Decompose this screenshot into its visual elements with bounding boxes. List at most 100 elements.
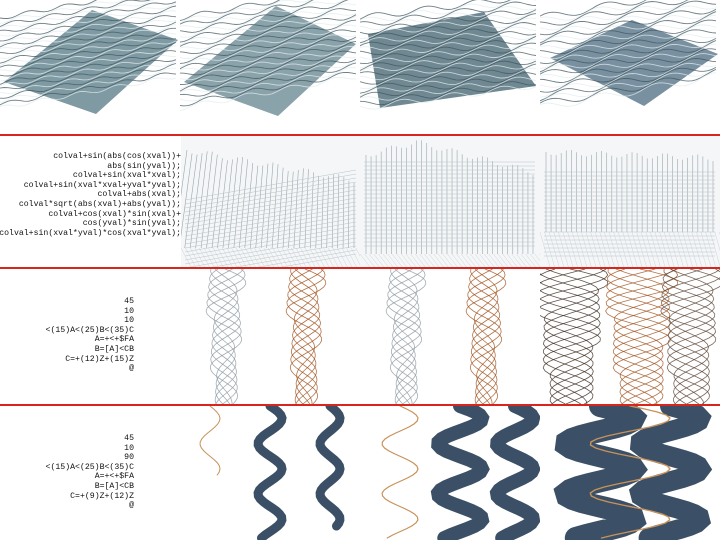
wireframe-render-3: [540, 136, 720, 267]
helix-strand: [288, 269, 321, 404]
wire-floor: [627, 231, 638, 267]
tube-strand: [199, 406, 221, 476]
wire-floor: [479, 253, 490, 267]
helix-strand: [660, 269, 720, 404]
wire-floor: [405, 253, 417, 267]
wire-floor: [208, 247, 219, 267]
tube-helix-3: [553, 406, 713, 540]
surface-ripple-line: [360, 9, 537, 35]
wire-floor: [581, 231, 592, 267]
wire-floor: [194, 247, 205, 267]
surface-ripple-line: [540, 67, 717, 103]
wire-floor: [332, 247, 343, 267]
wire-rung: [184, 213, 357, 245]
wire-floor: [309, 247, 320, 267]
wire-rung: [184, 193, 357, 225]
wire-floor: [323, 247, 334, 267]
surface-ripple-line: [0, 10, 177, 46]
tube-render-3: [540, 406, 720, 540]
wire-floor: [396, 253, 407, 267]
wire-strut: [337, 174, 340, 249]
surface-ripple-line: [180, 13, 357, 46]
wire-floor: [272, 247, 284, 267]
code-line: 10: [124, 316, 134, 326]
helix-strand: [661, 269, 720, 404]
wire-floor: [650, 231, 661, 267]
surface-ripple-line: [540, 38, 717, 74]
wire-floor: [493, 253, 504, 267]
wire-floor: [341, 247, 353, 267]
wire-floor: [236, 247, 247, 267]
surface-ripple-line: [0, 55, 177, 87]
surface-ripple-line: [540, 0, 717, 36]
surface-ripple-line: [180, 3, 357, 38]
surface-ripple-line: [540, 24, 717, 60]
wire-floor: [291, 247, 302, 267]
wire-floor: [433, 253, 444, 267]
tube-render-2: [360, 406, 540, 540]
wireframe-lines-1: [181, 149, 360, 267]
wire-floor: [286, 247, 297, 267]
code-line: 45: [124, 297, 134, 306]
surface-ripple-line: [180, 0, 314, 25]
helix-strand: [606, 269, 670, 404]
helix-strand: [540, 269, 607, 404]
wire-floor: [710, 231, 720, 267]
wire-strut: [228, 157, 238, 249]
surface-ripple-line: [180, 55, 357, 90]
surface-ripple-line: [540, 0, 691, 31]
wire-floor: [222, 247, 233, 267]
wire-rung: [212, 241, 357, 267]
surface-ripple-line: [360, 85, 537, 110]
surface-ripple-line: [180, 15, 357, 50]
wire-floor: [181, 247, 192, 267]
surface-ripple-line: [0, 0, 151, 28]
helix-strand: [543, 269, 600, 404]
wire-strut: [206, 154, 218, 249]
surface-ripple-line: [0, 32, 177, 67]
wire-strut: [184, 154, 198, 249]
helix-strand: [473, 269, 498, 404]
wire-rung: [184, 169, 357, 201]
wire-floor: [691, 231, 702, 267]
helix-render-3: [540, 269, 720, 404]
helix-strand: [468, 269, 501, 404]
surface-ripple-line: [180, 62, 357, 97]
surface-ripple-line: [0, 15, 177, 48]
wire-floor: [318, 247, 330, 267]
surface-ripple-line: [180, 14, 357, 47]
code-line: B=[A]<CB: [94, 481, 134, 491]
helix-strand: [540, 269, 609, 404]
helix-strand: [385, 269, 427, 404]
surface-ripple-line: [540, 40, 717, 75]
wire-floor: [544, 231, 555, 267]
surface-ripple-line: [0, 0, 155, 29]
wire-floor: [659, 231, 670, 267]
wire-floor: [595, 231, 606, 267]
surface-ripple-line: [360, 1, 537, 26]
surface-ripple-line: [0, 27, 176, 64]
wire-strut: [189, 153, 203, 249]
surface-render-3: [360, 0, 540, 134]
surface-ripple-line: [360, 0, 537, 22]
surface-ripple-line: [0, 41, 177, 77]
wire-floor: [677, 231, 689, 267]
wire-floor: [268, 247, 279, 267]
wire-floor: [516, 253, 527, 267]
wire-floor: [590, 231, 601, 267]
helix-strand: [387, 269, 424, 404]
wire-floor: [190, 247, 201, 267]
wire-floor: [636, 231, 647, 267]
helix-strand: [208, 269, 241, 404]
surface-ripples-2: [180, 0, 357, 112]
wire-strut: [288, 171, 294, 249]
surface-ripple-line: [180, 34, 357, 68]
wire-floor: [415, 253, 426, 267]
code-panel-row2: colval+sin(abs(cos(xval))+abs(sin(yval))…: [0, 136, 181, 267]
surface-ripple-line: [0, 5, 177, 42]
surface-ripple-line: [360, 56, 537, 81]
helix-strand: [613, 269, 670, 404]
code-line: C=+(12)Z+(15)Z: [65, 354, 134, 364]
